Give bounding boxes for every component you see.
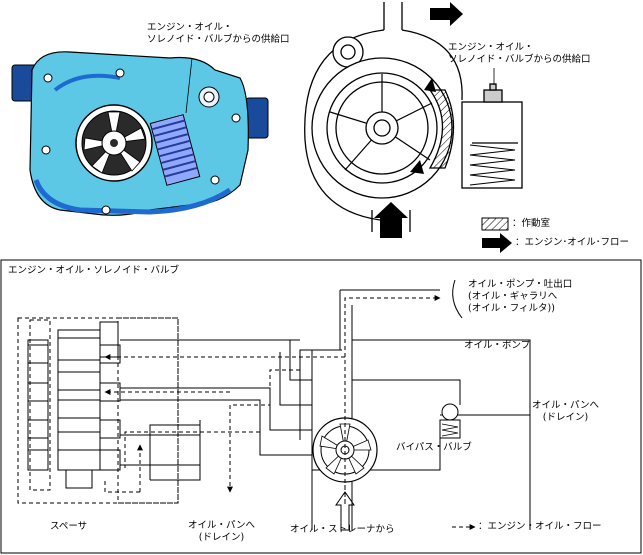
to-pan-bottom-line1: オイル・パンへ bbox=[188, 520, 255, 531]
to-pan-right-line2: (ドレイン) bbox=[542, 412, 589, 423]
bypass-valve-label: バイパス・バルブ bbox=[396, 442, 472, 453]
top-right-supply-label-line1: エンジン・オイル・ bbox=[448, 42, 534, 53]
legend-chamber-label: ：作動室 bbox=[512, 218, 551, 229]
pump-outlet-line1: オイル・ポンプ・吐出口 bbox=[468, 279, 573, 290]
to-pan-right-label: オイル・パンへ (ドレイン) bbox=[532, 400, 599, 424]
legend-chamber-swatch bbox=[481, 217, 509, 231]
bottom-legend-flow-label: ：エンジン・オイル・フロー bbox=[478, 521, 602, 532]
top-left-supply-label-line2: ソレノイド・バルブからの供給口 bbox=[147, 34, 290, 45]
pump-illustration bbox=[11, 51, 269, 216]
to-pan-right-line1: オイル・パンへ bbox=[532, 400, 599, 411]
to-pan-bottom-label: オイル・パンへ (ドレイン) bbox=[188, 520, 255, 544]
oil-pump-label: オイル・ポンプ bbox=[464, 340, 531, 351]
hydraulic-circuit bbox=[17, 279, 531, 530]
top-left-supply-label-line1: エンジン・オイル・ bbox=[147, 22, 233, 33]
top-right-supply-label-line2: ソレノイド・バルブからの供給口 bbox=[448, 54, 591, 65]
pump-schematic bbox=[304, 2, 523, 232]
to-pan-bottom-line2: (ドレイン) bbox=[198, 532, 245, 543]
top-right-supply-label: エンジン・オイル・ ソレノイド・バルブからの供給口 bbox=[448, 42, 591, 66]
pump-outlet-line2: (オイル・ギャラリへ bbox=[468, 291, 558, 302]
spacer-label: スペーサ bbox=[50, 521, 88, 532]
flow-arrows-schematic bbox=[374, 2, 463, 238]
pump-outlet-label: オイル・ポンプ・吐出口 (オイル・ギャラリへ (オイル・フィルタ)) bbox=[468, 279, 572, 315]
strainer-label: オイル・ストレーナから bbox=[290, 524, 395, 535]
legend-flow-label: ：エンジン･オイル･フロー bbox=[515, 237, 630, 248]
top-left-supply-label: エンジン・オイル・ ソレノイド・バルブからの供給口 bbox=[147, 22, 290, 46]
valve-title: エンジン・オイル・ソレノイド・バルブ bbox=[8, 265, 180, 276]
solid-arrows-bottom bbox=[335, 491, 355, 531]
bottom-panel-frame bbox=[0, 259, 642, 554]
pump-outlet-line3: (オイル・フィルタ)) bbox=[468, 303, 555, 314]
legend-flow-arrow bbox=[482, 233, 512, 253]
flow-path-dashed bbox=[104, 295, 476, 530]
